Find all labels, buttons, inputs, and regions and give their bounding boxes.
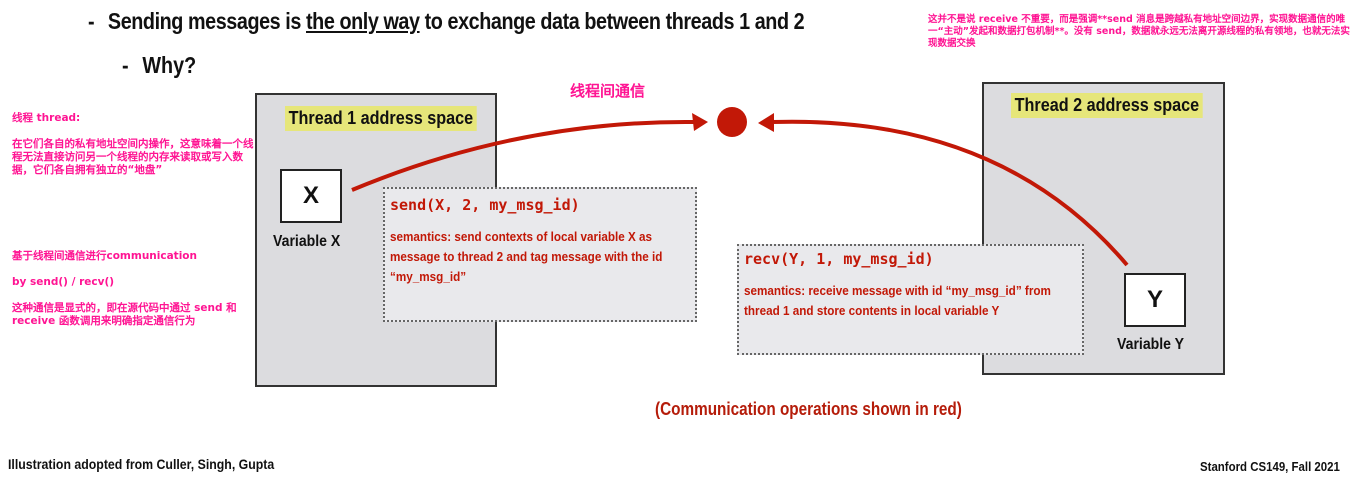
bullet-dash: - <box>122 52 129 78</box>
thread2-title: Thread 2 address space <box>1011 93 1203 118</box>
sub-bullet: -Why? <box>122 52 196 79</box>
thread-note-title: 线程 thread: <box>12 112 81 124</box>
comm-note-api: by send() / recv() <box>12 276 115 288</box>
comm-note-title: 基于线程间通信进行communication <box>12 250 197 262</box>
recv-callout: recv(Y, 1, my_msg_id) semantics: receive… <box>737 244 1084 355</box>
send-semantics: semantics: send contexts of local variab… <box>390 229 663 284</box>
bullet-dash: - <box>88 8 95 34</box>
main-bullet-suffix: to exchange data between threads 1 and 2 <box>419 8 805 34</box>
message-dot <box>717 107 747 137</box>
recv-arrowhead <box>758 113 774 132</box>
variable-x-label: Variable X <box>273 233 341 250</box>
main-bullet-prefix: Sending messages is <box>107 8 307 34</box>
recv-code: recv(Y, 1, my_msg_id) <box>744 250 934 268</box>
center-label: 线程间通信 <box>570 82 646 100</box>
comm-note-desc: 这种通信是显式的，即在源代码中通过 send 和 receive 函数调用来明确… <box>12 302 237 327</box>
variable-y-box: Y <box>1124 273 1186 327</box>
sub-bullet-text: Why? <box>142 52 197 78</box>
variable-y-label: Variable Y <box>1117 336 1185 353</box>
thread1-title: Thread 1 address space <box>285 106 477 131</box>
footer-credit: Illustration adopted from Culler, Singh,… <box>8 456 275 472</box>
send-callout: send(X, 2, my_msg_id) semantics: send co… <box>383 187 697 322</box>
variable-x-box: X <box>280 169 342 223</box>
send-arrowhead <box>692 113 708 131</box>
recv-arrow <box>771 119 1129 267</box>
main-bullet: -Sending messages is the only way to exc… <box>88 8 805 35</box>
send-code: send(X, 2, my_msg_id) <box>390 196 580 214</box>
main-bullet-emphasis: the only way <box>306 8 420 34</box>
send-arrow <box>351 119 696 192</box>
top-right-note: 这并不是说 receive 不重要，而是强调**send 消息是跨越私有地址空间… <box>928 14 1350 49</box>
thread-note-desc: 在它们各自的私有地址空间内操作，这意味着一个线程无法直接访问另一个线程的内存来读… <box>12 138 254 176</box>
footer-course: Stanford CS149, Fall 2021 <box>1200 459 1340 474</box>
recv-semantics: semantics: receive message with id “my_m… <box>744 283 1051 318</box>
red-caption: (Communication operations shown in red) <box>655 399 962 419</box>
